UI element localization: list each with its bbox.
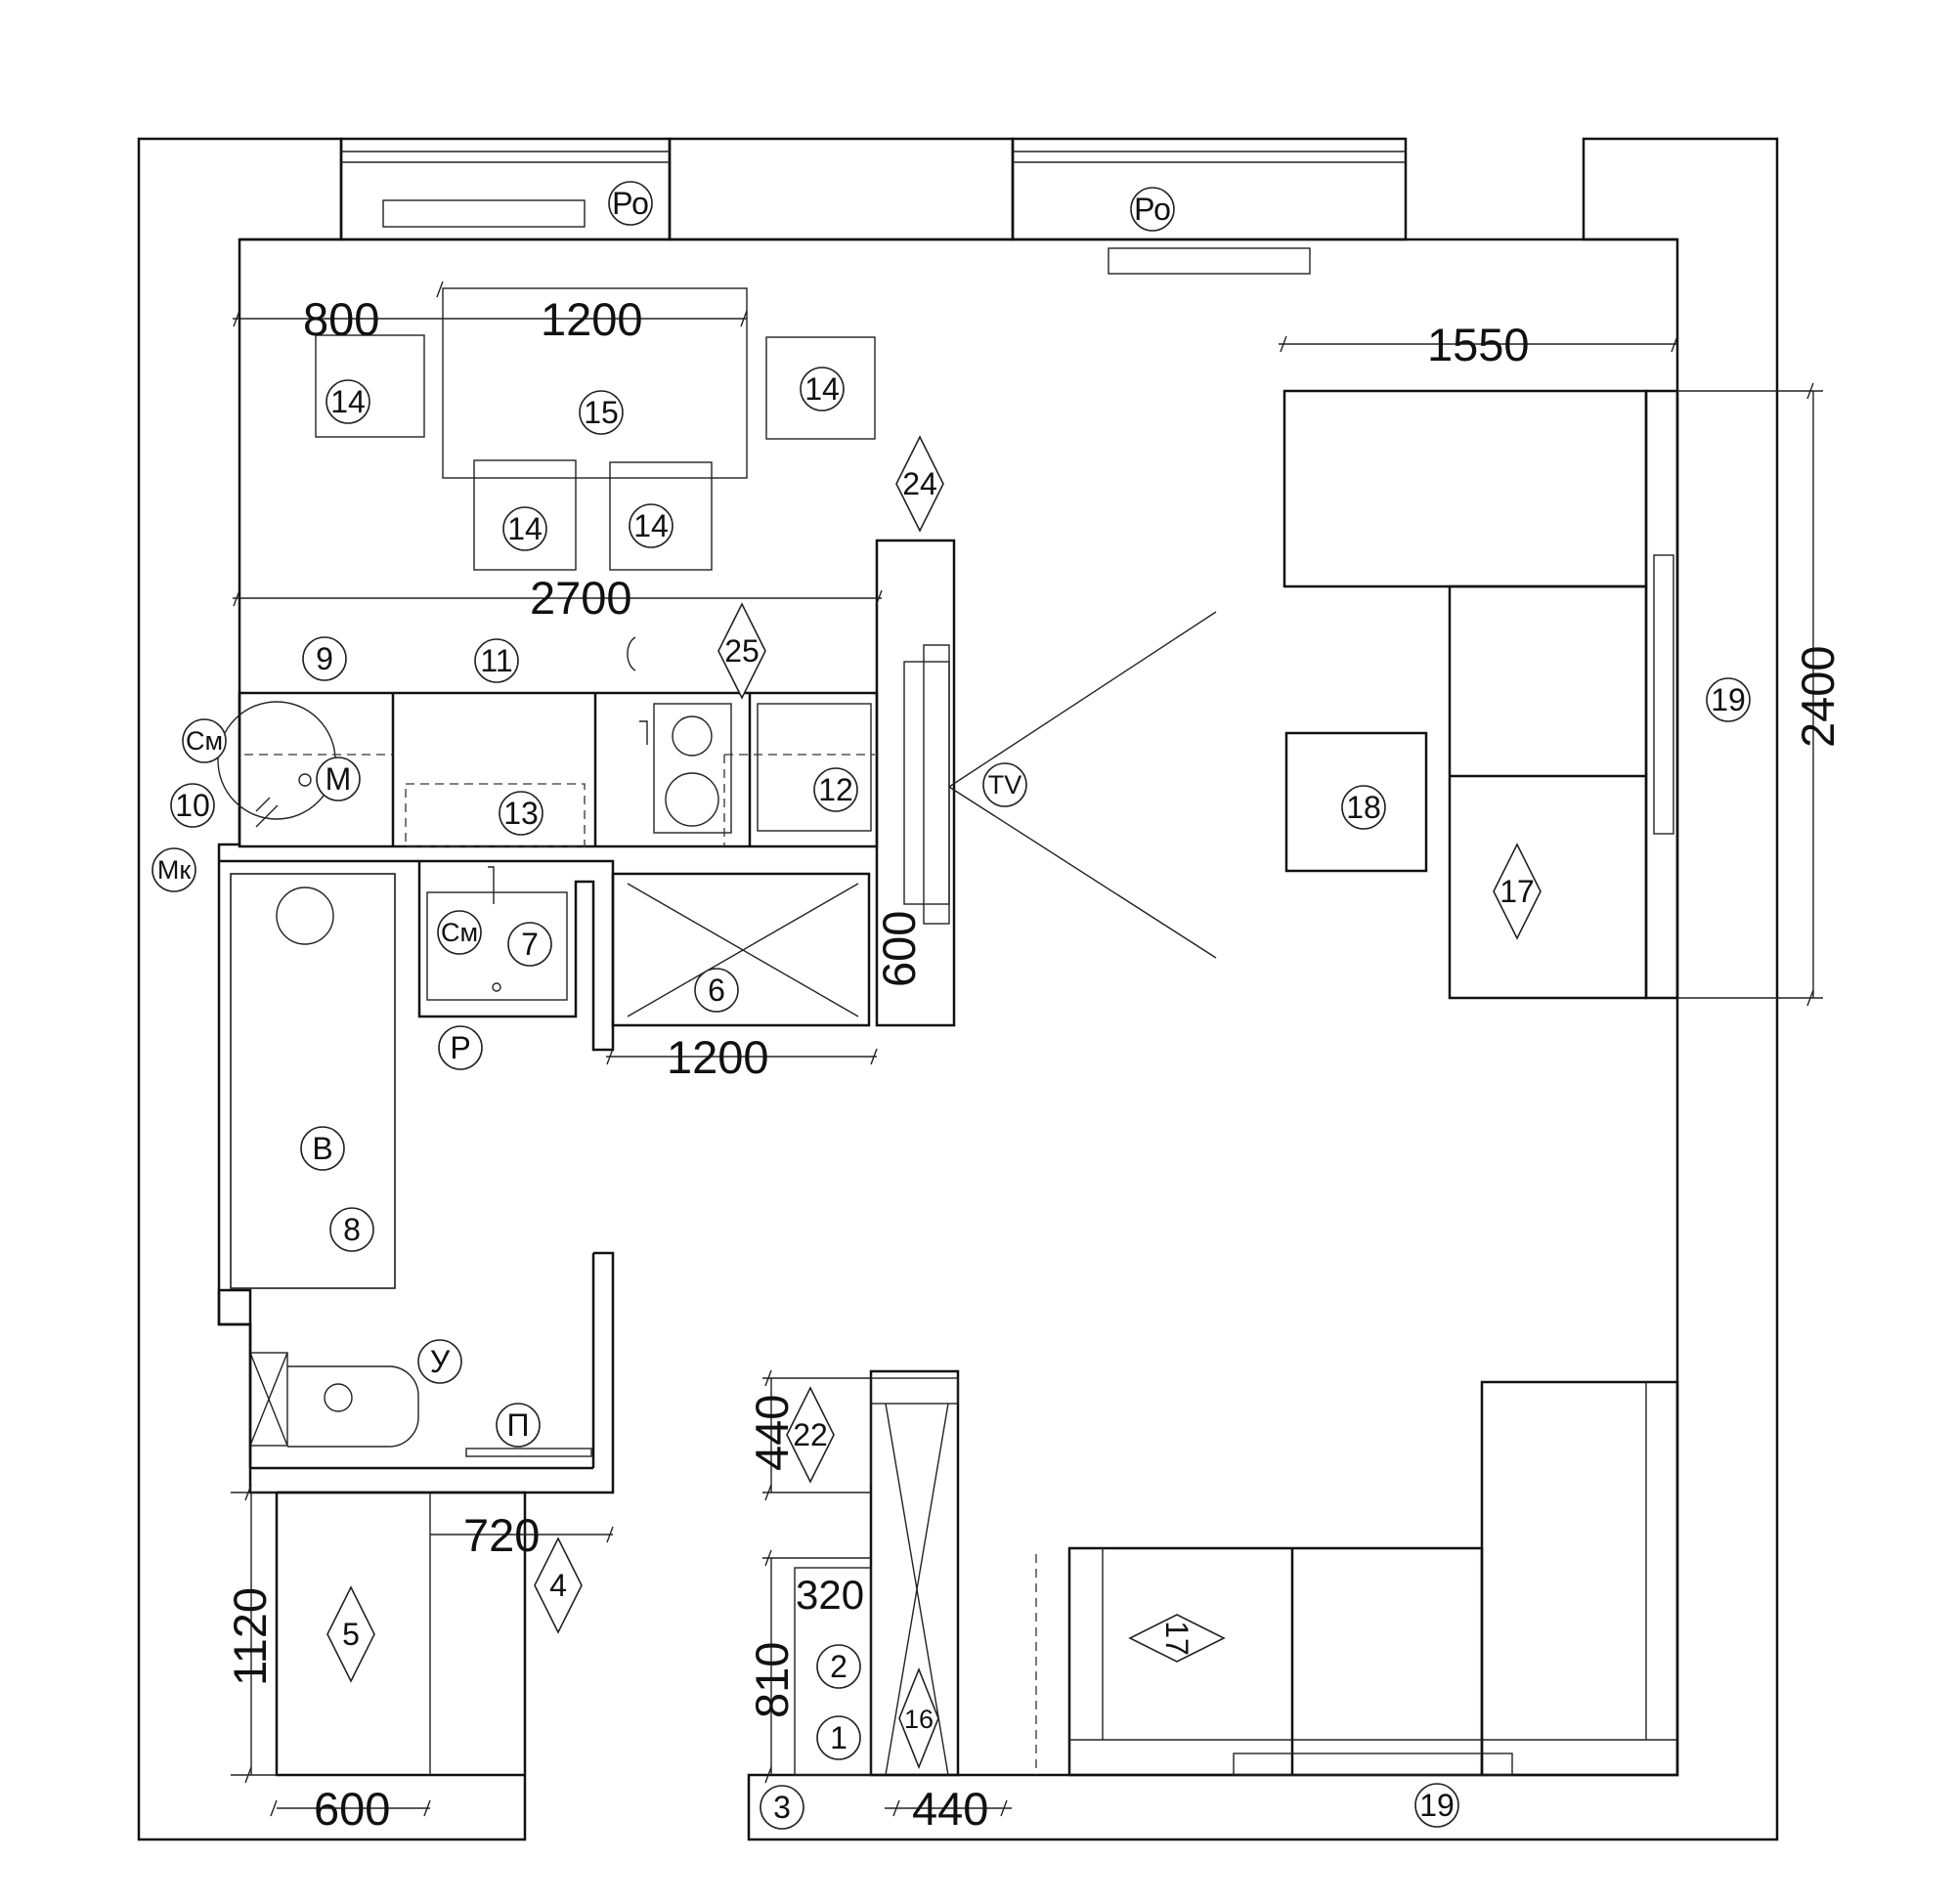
label-13: 13 (503, 796, 539, 831)
dim-440-bottom: 440 (912, 1783, 988, 1835)
dim-320: 320 (796, 1572, 864, 1618)
cooktop (653, 703, 732, 834)
label-chair-c: 14 (507, 511, 543, 546)
tv-partition (875, 539, 1217, 1027)
wardrobe (611, 872, 871, 1027)
circle-labels: Ро Ро 14 14 14 14 15 9 11 См 10 Мк М 13 … (152, 181, 1751, 1830)
label-chair-a: 14 (330, 384, 366, 419)
label-3: 3 (773, 1790, 791, 1825)
dim-1550: 1550 (1427, 319, 1530, 370)
chair (315, 334, 425, 438)
label-5: 5 (342, 1617, 360, 1652)
chair (609, 461, 713, 571)
dim-800: 800 (303, 293, 379, 345)
label-8: 8 (343, 1212, 361, 1247)
label-22: 22 (793, 1417, 828, 1452)
dim-1200-table: 1200 (541, 293, 643, 345)
label-sm-bath: См (441, 918, 478, 947)
label-v-bath: В (312, 1131, 332, 1166)
dimension-texts: 800 1200 2700 1550 2400 600 1200 440 720… (224, 293, 1844, 1835)
dining-area (315, 287, 876, 571)
round-sink (217, 701, 336, 820)
label-10: 10 (175, 788, 210, 823)
oven (757, 703, 872, 832)
label-2: 2 (830, 1649, 847, 1684)
label-p-towel: П (507, 1407, 530, 1443)
dim-810: 810 (746, 1642, 798, 1718)
dim-1120: 1120 (224, 1587, 276, 1686)
label-u-toilet: У (430, 1344, 451, 1379)
label-17-top: 17 (1499, 874, 1535, 909)
label-mk: Мк (157, 855, 191, 885)
label-9: 9 (316, 641, 333, 676)
label-p-rus: Р (450, 1030, 470, 1065)
label-18: 18 (1346, 790, 1381, 825)
label-12: 12 (818, 772, 853, 807)
label-19-right: 19 (1711, 682, 1746, 717)
dim-1200-wardrobe: 1200 (667, 1031, 769, 1083)
dim-2400: 2400 (1792, 645, 1844, 748)
label-1: 1 (830, 1720, 847, 1755)
bathroom (217, 859, 615, 1494)
label-chair-d: 14 (633, 508, 669, 543)
dining-table (442, 287, 748, 479)
label-19-bottom: 19 (1419, 1788, 1455, 1823)
label-6: 6 (708, 973, 725, 1008)
living-area (1035, 389, 1679, 1777)
chair (473, 459, 577, 571)
label-4: 4 (549, 1568, 567, 1603)
label-11: 11 (480, 643, 512, 678)
washbasin (426, 891, 568, 1001)
exterior-walls (137, 137, 1779, 1841)
label-ro-left: Ро (612, 186, 649, 221)
label-7: 7 (521, 927, 539, 962)
label-25: 25 (724, 633, 760, 669)
label-tv: TV (988, 770, 1022, 800)
label-m-sink: М (326, 761, 352, 797)
dim-600-hall: 600 (314, 1783, 390, 1835)
chair (765, 336, 876, 440)
label-chair-b: 14 (804, 371, 840, 407)
label-16: 16 (904, 1705, 934, 1734)
label-table: 15 (584, 395, 619, 430)
diamond-labels: 24 25 17 17 22 4 5 16 (326, 435, 1542, 1770)
label-17-bottom: 17 (1159, 1621, 1195, 1656)
dim-2700: 2700 (530, 572, 632, 624)
hall (429, 1369, 960, 1777)
dimension-lines (231, 281, 1823, 1817)
label-24: 24 (902, 466, 937, 501)
label-ro-right: Ро (1134, 192, 1171, 227)
dim-600-partition: 600 (873, 911, 925, 987)
dim-720: 720 (463, 1509, 540, 1561)
label-sm-kitchen: См (186, 726, 223, 756)
